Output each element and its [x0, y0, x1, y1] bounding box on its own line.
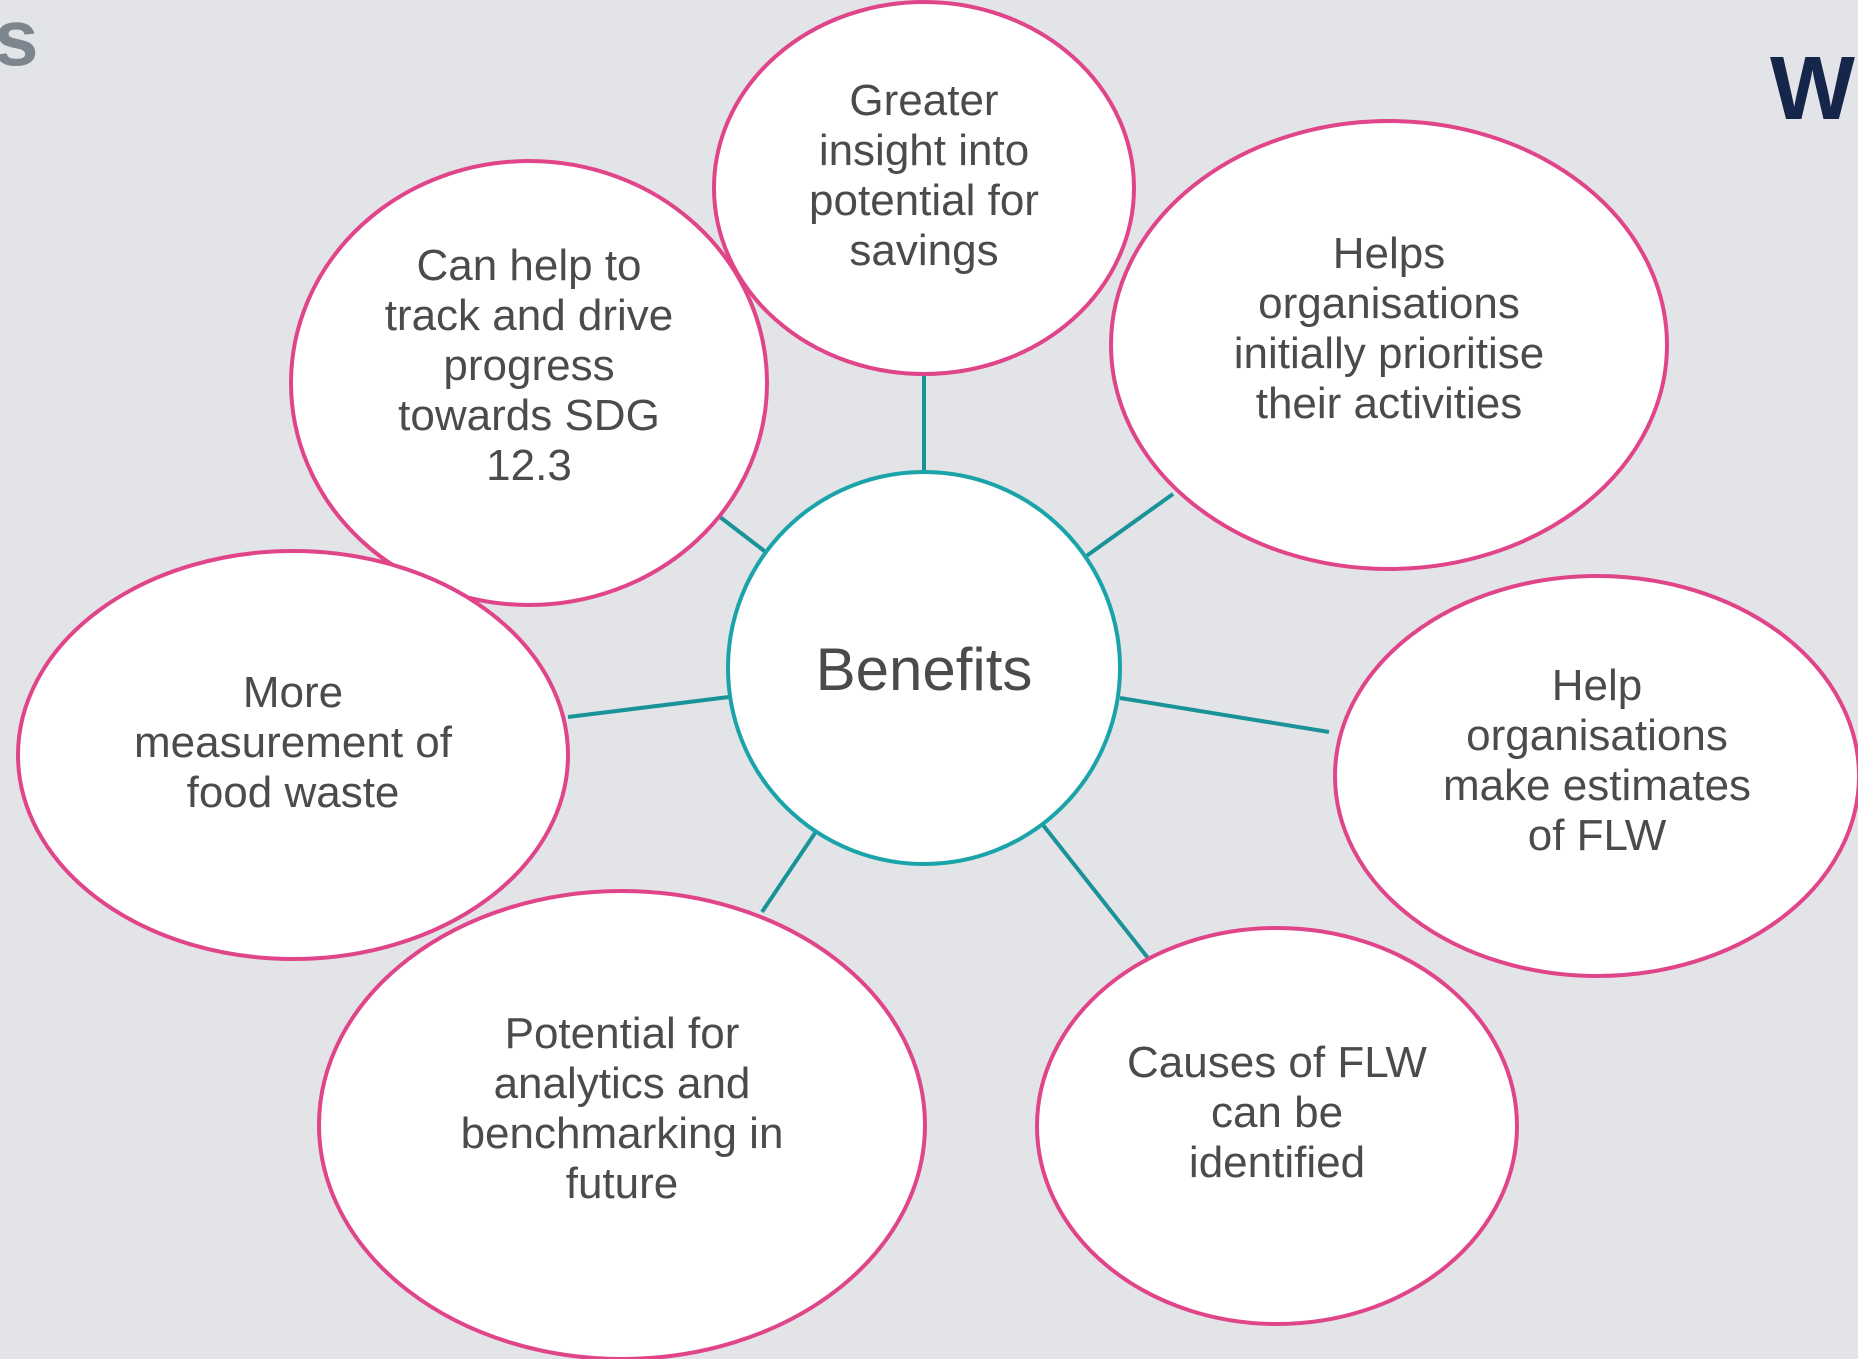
- benefit-text-analytics-line-3: benchmarking in: [461, 1109, 784, 1158]
- center-label: Benefits: [816, 636, 1033, 703]
- benefit-text-analytics-line-4: future: [566, 1159, 679, 1208]
- benefit-bubble-estimates: [1333, 574, 1858, 978]
- benefit-text-estimates-line-1: Help: [1552, 661, 1643, 710]
- connectors: [567, 373, 1330, 960]
- center-circle: [726, 470, 1122, 866]
- connector-estimates: [1119, 696, 1330, 734]
- benefit-text-analytics-line-1: Potential for: [505, 1009, 740, 1058]
- logo: W: [1770, 39, 1855, 139]
- benefit-text-savings-line-3: potential for: [809, 176, 1039, 225]
- benefit-bubble-analytics: [317, 889, 927, 1359]
- benefit-text-sdg-line-4: towards SDG: [398, 391, 660, 440]
- benefit-text-estimates-line-2: organisations: [1466, 711, 1728, 760]
- benefit-text-measurement-line-1: More: [243, 668, 343, 717]
- benefit-text-analytics-line-2: analytics and: [494, 1059, 751, 1108]
- benefit-text-causes-line-1: Causes of FLW: [1127, 1038, 1427, 1087]
- benefit-text-causes-line-3: identified: [1189, 1138, 1365, 1187]
- benefit-text-savings-line-2: insight into: [819, 126, 1029, 175]
- benefit-bubble-savings: [712, 0, 1136, 376]
- connector-sdg: [718, 515, 769, 555]
- benefit-bubble-prioritise: [1109, 119, 1669, 571]
- slide-title-fragment: s: [0, 0, 39, 82]
- connector-analytics: [760, 831, 817, 914]
- benefit-text-sdg-line-5: 12.3: [486, 441, 572, 490]
- connector-prioritise: [1083, 492, 1175, 559]
- benefit-text-prioritise-line-3: initially prioritise: [1234, 329, 1545, 378]
- benefit-text-sdg-line-2: track and drive: [385, 291, 674, 340]
- benefit-text-measurement-line-2: measurement of: [134, 718, 453, 767]
- connector-causes: [1041, 823, 1150, 960]
- benefit-text-measurement-line-3: food waste: [187, 768, 400, 817]
- benefit-text-sdg-line-1: Can help to: [416, 241, 641, 290]
- center-hub: Benefits: [726, 470, 1122, 866]
- benefit-text-savings-line-1: Greater: [849, 76, 998, 125]
- benefit-bubble-sdg: [289, 159, 769, 607]
- benefit-text-estimates-line-4: of FLW: [1528, 811, 1667, 860]
- benefit-text-prioritise-line-4: their activities: [1256, 379, 1523, 428]
- benefit-bubble-measurement: [16, 549, 570, 961]
- benefit-text-savings-line-4: savings: [849, 226, 998, 275]
- benefit-text-sdg-line-3: progress: [443, 341, 614, 390]
- benefit-bubble-causes: [1035, 926, 1519, 1326]
- benefit-text-estimates-line-3: make estimates: [1443, 761, 1751, 810]
- benefit-text-prioritise-line-1: Helps: [1333, 229, 1446, 278]
- benefit-text-prioritise-line-2: organisations: [1258, 279, 1520, 328]
- benefit-text-causes-line-2: can be: [1211, 1088, 1343, 1137]
- connector-measurement: [567, 695, 730, 719]
